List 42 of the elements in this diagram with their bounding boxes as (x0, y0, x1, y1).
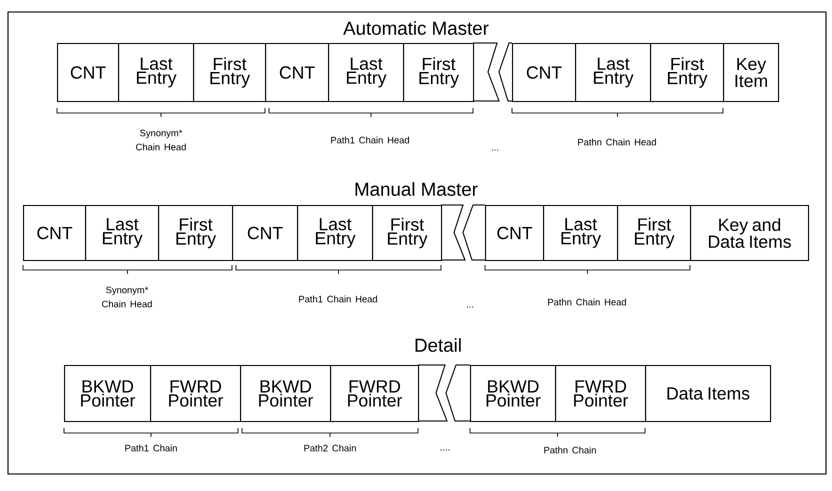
record-field: FWRD Pointer (555, 365, 646, 422)
bracket-label: ... (466, 306, 474, 308)
record-field: First Entry (372, 205, 442, 262)
bracket-label: Path1 Chain Head (331, 136, 409, 144)
record-field: Last Entry (118, 43, 194, 102)
record-field: CNT (485, 205, 544, 262)
record-field: CNT (265, 43, 330, 102)
record-field: BKWD Pointer (240, 365, 332, 422)
section-title: Automatic Master (343, 21, 489, 35)
record-field: BKWD Pointer (470, 365, 556, 422)
section-title: Manual Master (356, 182, 478, 196)
bracket-label: ... (492, 149, 498, 150)
record-field: First Entry (193, 43, 266, 102)
record-field: BKWD Pointer (64, 365, 152, 422)
record-field: Key and Data Items (690, 205, 810, 262)
record-field: Data Items (645, 365, 772, 422)
record-field: First Entry (617, 205, 692, 262)
record-field: CNT (57, 43, 120, 102)
record-field: First Entry (403, 43, 474, 102)
bracket-label: Pathn Chain Head (548, 298, 626, 306)
record-field: Last Entry (297, 205, 374, 262)
bracket-label: Pathn Chain (544, 446, 596, 454)
record-field: Last Entry (328, 43, 404, 102)
record-field: Key Item (723, 43, 780, 102)
record-field: First Entry (158, 205, 234, 262)
record-field: FWRD Pointer (330, 365, 420, 422)
record-field: CNT (512, 43, 576, 102)
record-field: Last Entry (543, 205, 618, 262)
bracket-label: Pathn Chain Head (578, 138, 656, 146)
bracket-label: .... (440, 449, 450, 450)
record-field: Last Entry (575, 43, 652, 102)
bracket-label: Synonym* Chain Head (136, 130, 186, 150)
section-title: Detail (416, 338, 461, 352)
record-field: FWRD Pointer (150, 365, 242, 422)
record-field: CNT (232, 205, 298, 262)
bracket-label: Path2 Chain (304, 444, 356, 452)
record-field: First Entry (650, 43, 724, 102)
bracket-label: Path1 Chain (125, 444, 177, 452)
record-field: Last Entry (85, 205, 160, 262)
bracket-label: Path1 Chain Head (299, 296, 377, 302)
bracket-label: Synonym* Chain Head (102, 286, 152, 308)
record-field: CNT (23, 205, 86, 262)
